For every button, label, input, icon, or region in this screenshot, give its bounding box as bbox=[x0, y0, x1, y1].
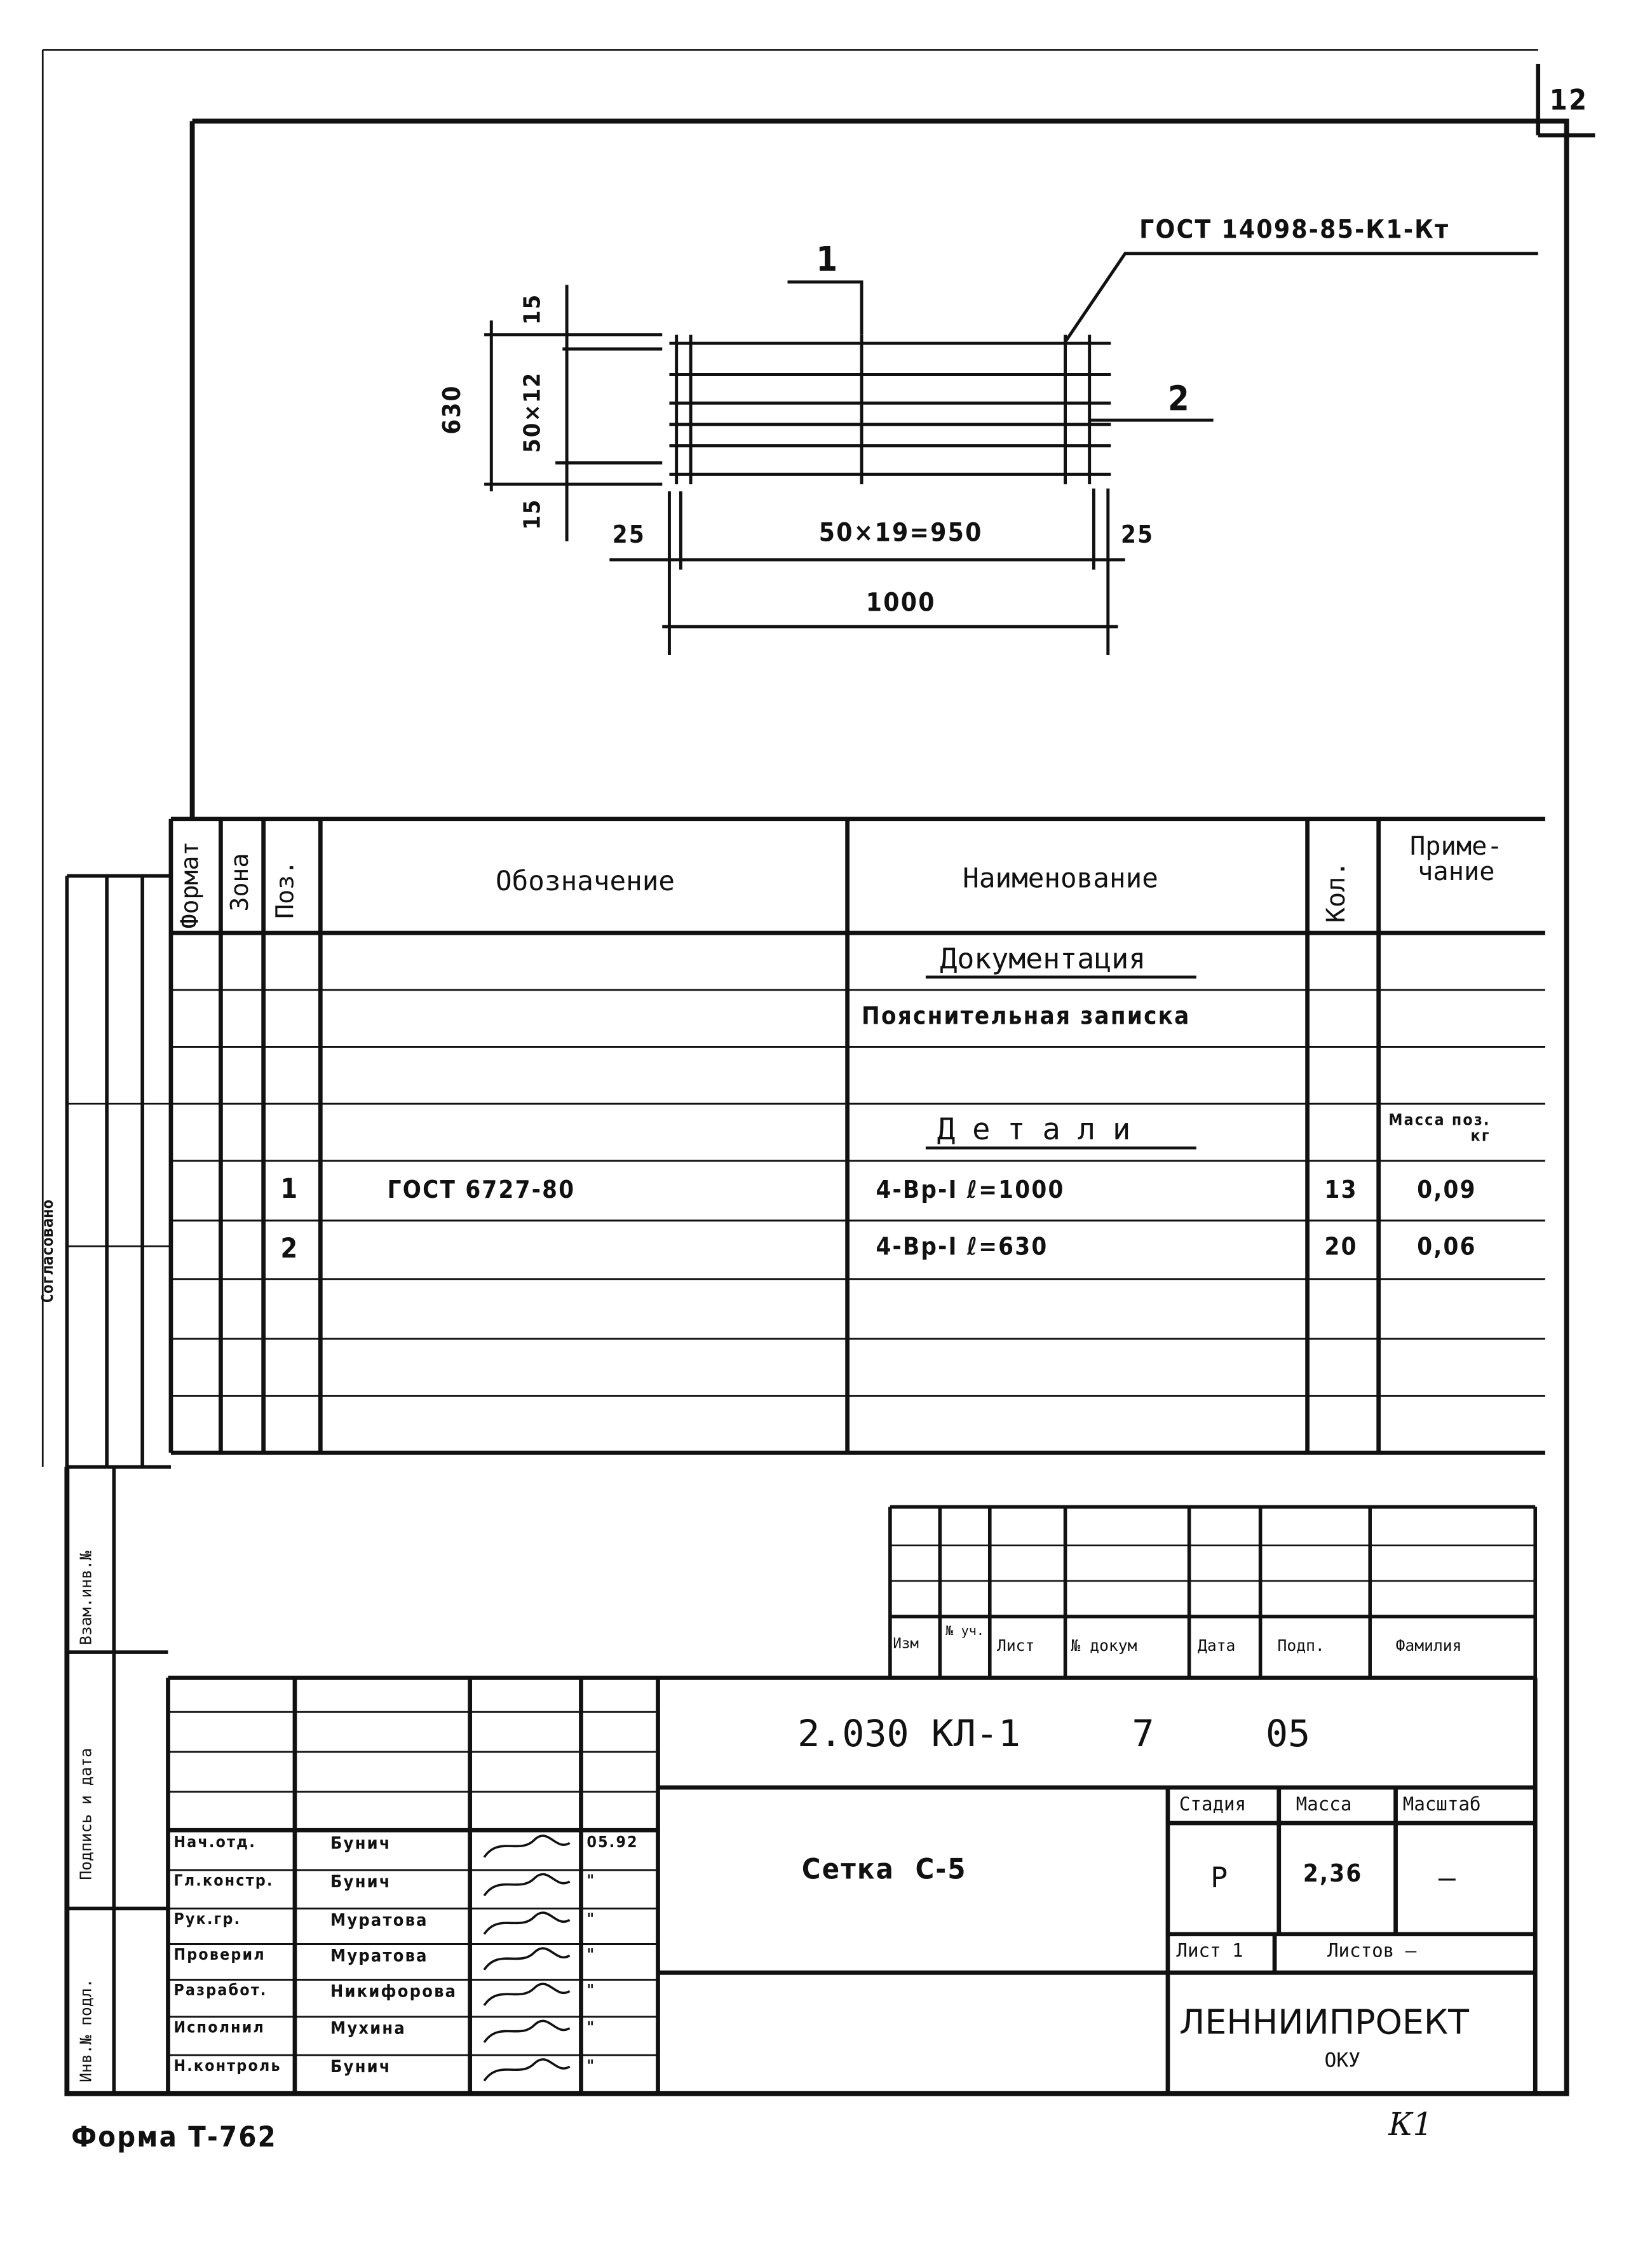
mass-header: Масса поз. кг bbox=[1388, 1111, 1491, 1146]
signer-name: Муратова bbox=[330, 1909, 428, 1930]
header-name: Наименование bbox=[963, 863, 1158, 895]
dimension-950: 50×19=950 bbox=[818, 518, 983, 548]
header-qty: Кол. bbox=[1322, 861, 1352, 923]
signature-icon bbox=[483, 1983, 571, 2006]
row-qty: 13 bbox=[1324, 1176, 1358, 1205]
change-header-doc: № докум bbox=[1071, 1636, 1137, 1655]
position-2-label: 2 bbox=[1167, 379, 1191, 419]
inv-orig-label: Инв.№ подл. bbox=[77, 1978, 96, 2082]
sheet-label: Лист 1 bbox=[1176, 1941, 1243, 1963]
dimension-15-bottom: 15 bbox=[518, 498, 546, 530]
signer-date: " bbox=[586, 1945, 596, 1964]
dimension-630: 630 bbox=[438, 384, 468, 435]
change-header-izm: Изм bbox=[893, 1636, 919, 1653]
row-name: 4-Вр-I ℓ=630 bbox=[876, 1233, 1048, 1262]
row-pos: 1 bbox=[280, 1173, 299, 1205]
signer-name: Бунич bbox=[330, 1833, 391, 1854]
scale-value: – bbox=[1438, 1860, 1456, 1895]
header-note: Приме- чание bbox=[1409, 831, 1503, 888]
signature-icon bbox=[483, 2058, 571, 2082]
signature-icon bbox=[483, 1947, 571, 1970]
signer-role: Проверил bbox=[173, 1945, 266, 1964]
organization-name: ЛЕННИИПРОЕКТ bbox=[1179, 2002, 1469, 2043]
signer-date: " bbox=[586, 1909, 596, 1929]
header-format: Формат bbox=[176, 841, 205, 929]
document-title: Сетка С-5 bbox=[801, 1851, 967, 1886]
signer-role: Разработ. bbox=[173, 1981, 267, 2000]
change-header-sheet: Лист bbox=[996, 1636, 1035, 1655]
signature-icon bbox=[483, 1835, 571, 1858]
sheet-number: 12 bbox=[1549, 83, 1588, 117]
dimension-50x12: 50×12 bbox=[518, 371, 546, 453]
agreed-label: Согласовано bbox=[38, 1199, 57, 1303]
section-documentation: Документация bbox=[940, 941, 1146, 976]
header-pos: Поз. bbox=[272, 860, 301, 919]
signer-name: Никифорова bbox=[330, 1981, 457, 2002]
sign-date-label: Подпись и дата bbox=[77, 1747, 96, 1880]
signer-name: Мухина bbox=[330, 2018, 406, 2038]
dimension-15-top: 15 bbox=[518, 293, 546, 325]
change-header-date: Дата bbox=[1198, 1636, 1236, 1655]
row-qty: 20 bbox=[1324, 1233, 1358, 1262]
header-zone: Зона bbox=[226, 853, 255, 912]
stage-label: Стадия bbox=[1179, 1794, 1247, 1816]
signer-date: " bbox=[586, 2018, 596, 2037]
signer-role: Гл.констр. bbox=[173, 1871, 274, 1890]
change-header-sign: Подп. bbox=[1277, 1636, 1325, 1655]
dimension-25-left: 25 bbox=[612, 521, 646, 550]
row-designation: ГОСТ 6727-80 bbox=[387, 1176, 576, 1205]
leader-note: ГОСТ 14098-85-К1-Кт bbox=[1139, 215, 1450, 245]
dimension-1000: 1000 bbox=[865, 588, 936, 618]
sheets-label: Листов – bbox=[1327, 1941, 1417, 1963]
signer-date: 05.92 bbox=[586, 1833, 639, 1852]
sheet-mark: К1 bbox=[1388, 2108, 1433, 2144]
header-designation: Обозначение bbox=[496, 865, 675, 898]
stage-value: Р bbox=[1210, 1860, 1228, 1895]
docs-item: Пояснительная записка bbox=[862, 1002, 1191, 1031]
document-designation: 2.030 КЛ-1 7 05 bbox=[797, 1713, 1311, 1756]
signer-role: Исполнил bbox=[173, 2018, 266, 2037]
section-parts: Детали bbox=[937, 1112, 1148, 1147]
change-header-uch: № уч. bbox=[945, 1625, 985, 1639]
signature-icon bbox=[483, 1911, 571, 1935]
row-note: 0,09 bbox=[1417, 1176, 1477, 1205]
row-note: 0,06 bbox=[1417, 1233, 1477, 1262]
replace-inv-label: Взам.инв.№ bbox=[77, 1550, 96, 1645]
scale-label: Масштаб bbox=[1402, 1794, 1481, 1816]
mass-value: 2,36 bbox=[1303, 1860, 1363, 1889]
position-1-label: 1 bbox=[816, 239, 839, 280]
signer-role: Нач.отд. bbox=[173, 1833, 257, 1852]
form-number: Форма Т-762 bbox=[71, 2119, 277, 2154]
signer-date: " bbox=[586, 2056, 596, 2075]
dimension-25-right: 25 bbox=[1120, 521, 1154, 550]
signer-date: " bbox=[586, 1871, 596, 1890]
signer-name: Бунич bbox=[330, 2056, 391, 2077]
signer-role: Н.контроль bbox=[173, 2056, 281, 2075]
department: ОКУ bbox=[1324, 2049, 1361, 2073]
signer-name: Муратова bbox=[330, 1945, 428, 1966]
change-header-surname: Фамилия bbox=[1395, 1636, 1462, 1655]
signature-icon bbox=[483, 1873, 571, 1897]
mass-label: Масса bbox=[1296, 1794, 1352, 1816]
mesh-drawing bbox=[484, 252, 1538, 656]
signature-icon bbox=[483, 2019, 571, 2044]
signer-name: Бунич bbox=[330, 1871, 391, 1892]
signer-role: Рук.гр. bbox=[173, 1909, 241, 1929]
row-pos: 2 bbox=[280, 1233, 299, 1265]
signer-date: " bbox=[586, 1981, 596, 2000]
row-name: 4-Вр-I ℓ=1000 bbox=[876, 1176, 1065, 1205]
